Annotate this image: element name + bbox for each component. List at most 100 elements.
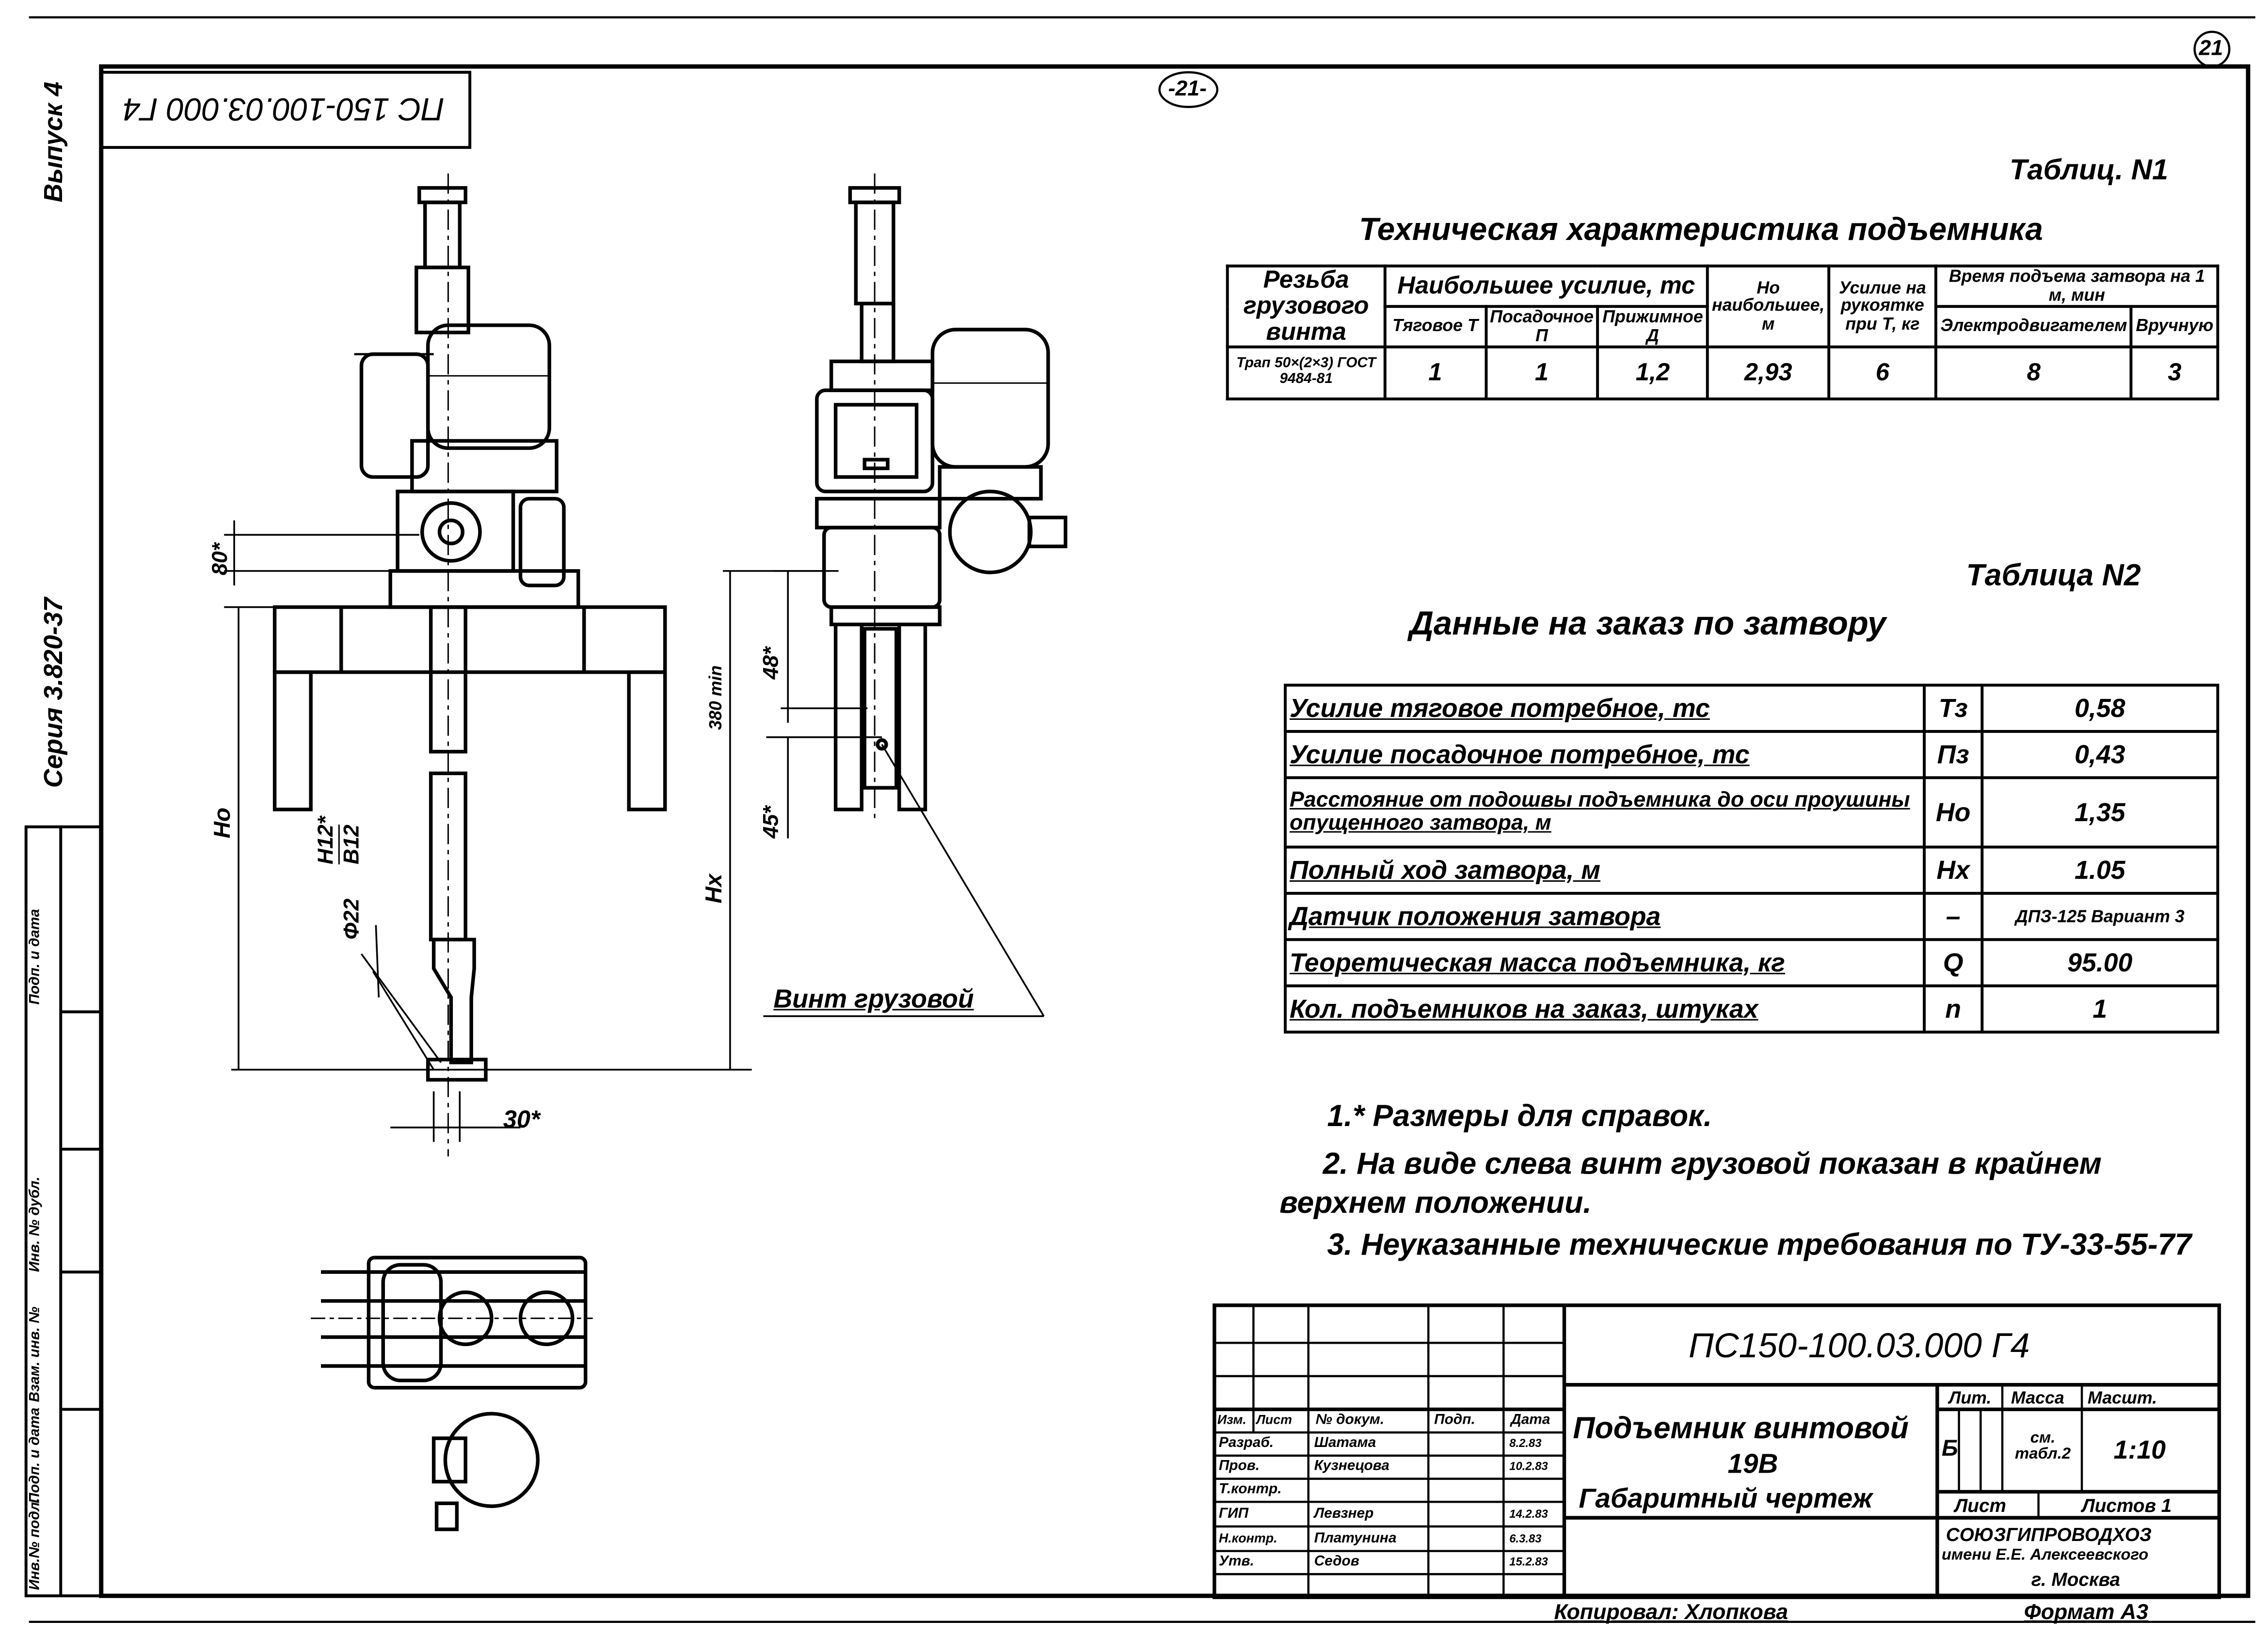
row-label: Датчик положения затвора <box>1284 891 1926 941</box>
cell-handle-force: 6 <box>1827 345 1938 400</box>
table1-number: Таблиц. N1 <box>2009 155 2169 187</box>
cell-ho-max: 2,93 <box>1706 345 1831 400</box>
note-1: 1.* Размеры для справок. <box>1327 1100 1712 1133</box>
title-name-3: Габаритный чертеж <box>1579 1484 1873 1515</box>
table-row: Расстояние от подошвы подъемника до оси … <box>1284 776 2219 849</box>
staff-role: Н.контр. <box>1218 1530 1277 1545</box>
row-symbol: n <box>1923 984 1984 1034</box>
cell-electric: 8 <box>1934 345 2133 400</box>
th-electric: Электродвигателем <box>1934 304 2133 348</box>
title-name-2: 19В <box>1727 1449 1778 1480</box>
front-view-dimensions <box>723 570 1045 1070</box>
dim-30: 30* <box>503 1106 540 1133</box>
table-technical-characteristics: Резьба грузового винта Наибольшее усилие… <box>1226 264 2219 400</box>
staff-name: Левзнер <box>1314 1506 1374 1523</box>
lit-value: Б <box>1941 1437 1958 1461</box>
row-value: 95.00 <box>1980 938 2219 987</box>
staff-date: 14.2.83 <box>1509 1508 1548 1521</box>
row-symbol: Q <box>1923 938 1984 987</box>
margin-signature-grid <box>24 825 103 1598</box>
th-manual: Вручную <box>2130 304 2219 348</box>
corner-page-circle <box>2193 31 2231 68</box>
staff-role: Т.контр. <box>1218 1481 1282 1498</box>
title-code: ПС150-100.03.000 Г4 <box>1688 1327 2030 1366</box>
th-landing: Посадочное П <box>1484 304 1599 348</box>
org-line-1: СОЮЗГИПРОВОДХОЗ <box>1946 1524 2152 1545</box>
cell-pressing: 1,2 <box>1596 345 1709 400</box>
sheets-label: Листов 1 <box>2082 1494 2172 1517</box>
mass-value: см. табл.2 <box>2015 1430 2071 1463</box>
col-header-doc: № докум. <box>1315 1412 1385 1429</box>
side-view <box>272 173 667 1157</box>
row-value: 0,58 <box>1980 683 2219 733</box>
staff-role: Разраб. <box>1218 1435 1274 1451</box>
row-label: Кол. подъемников на заказ, штуках <box>1284 984 1926 1034</box>
table-row: Датчик положения затвора–ДПЗ-125 Вариант… <box>1284 891 2219 941</box>
staff-name: Кузнецова <box>1314 1458 1389 1475</box>
table2-number: Таблица N2 <box>1966 559 2141 593</box>
th-max-force: Наибольшее усилие, тс <box>1383 264 1709 308</box>
page-number-corner: 21 <box>2199 36 2223 61</box>
th-traction: Тяговое Т <box>1383 304 1487 348</box>
note-2: 2. На виде слева винт грузовой показан в… <box>1323 1147 2102 1181</box>
th-ho-max: Hо наибольшее, м <box>1706 264 1831 348</box>
staff-date: 15.2.83 <box>1509 1555 1548 1569</box>
row-symbol: Тз <box>1923 683 1984 733</box>
scale-label: Масшт. <box>2088 1387 2157 1408</box>
callout-screw: Винт грузовой <box>773 984 974 1014</box>
sheet-format: Формат А3 <box>2024 1600 2149 1625</box>
org-line-2: имени Е.Е. Алексеевского <box>1941 1546 2149 1564</box>
cell-manual: 3 <box>2130 345 2219 400</box>
note-2-cont: верхнем положении. <box>1279 1187 1592 1220</box>
row-value: ДПЗ-125 Вариант 3 <box>1980 891 2219 941</box>
row-symbol: Пз <box>1923 730 1984 779</box>
row-label: Усилие посадочное потребное, тс <box>1284 730 1926 779</box>
staff-role: Пров. <box>1218 1458 1260 1475</box>
row-label: Усилие тяговое потребное, тс <box>1284 683 1926 733</box>
staff-name: Седов <box>1314 1554 1359 1570</box>
row-label: Расстояние от подошвы подъемника до оси … <box>1284 776 1926 849</box>
note-3: 3. Неуказанные технические требования по… <box>1327 1228 2192 1262</box>
cell-landing: 1 <box>1484 345 1599 400</box>
org-line-3: г. Москва <box>2031 1568 2121 1590</box>
row-symbol: Hx <box>1923 845 1984 895</box>
th-pressing: Прижимное Д <box>1596 304 1709 348</box>
lit-label: Лит. <box>1948 1387 1992 1408</box>
page-number-oval <box>1158 71 1219 108</box>
table2-title: Данные на заказ по затвору <box>1409 604 1886 642</box>
row-value: 1 <box>1980 984 2219 1034</box>
th-lift-time: Время подъема затвора на 1 м, мин <box>1934 264 2219 308</box>
staff-name: Шатама <box>1314 1435 1376 1451</box>
row-symbol: – <box>1923 891 1984 941</box>
title-name-1: Подъемник винтовой <box>1573 1412 1909 1446</box>
th-handle-force: Усилие на рукоятке при Т, кг <box>1827 264 1938 348</box>
col-header-sign: Подп. <box>1434 1412 1475 1429</box>
row-label: Полный ход затвора, м <box>1284 845 1926 895</box>
title-block-left-grid <box>1214 1305 1565 1598</box>
col-header-date: Дата <box>1511 1412 1550 1429</box>
staff-role: Утв. <box>1218 1554 1254 1570</box>
th-thread: Резьба грузового винта <box>1226 264 1387 348</box>
staff-date: 10.2.83 <box>1509 1460 1548 1473</box>
col-header-change: Изм. <box>1217 1412 1246 1427</box>
row-value: 0,43 <box>1980 730 2219 779</box>
side-view-dimensions <box>224 520 752 1142</box>
row-label: Теоретическая масса подъемника, кг <box>1284 938 1926 987</box>
col-header-sheet: Лист <box>1256 1412 1293 1427</box>
copied-by: Копировал: Хлопкова <box>1554 1600 1788 1625</box>
row-value: 1,35 <box>1980 776 2219 849</box>
staff-name: Платунина <box>1314 1530 1397 1547</box>
row-symbol: Hо <box>1923 776 1984 849</box>
mass-label: Масса <box>2011 1387 2064 1408</box>
scale-value: 1:10 <box>2113 1435 2166 1464</box>
cell-thread: Трап 50×(2×3) ГОСТ 9484-81 <box>1226 345 1387 400</box>
stamp-box <box>99 71 472 149</box>
